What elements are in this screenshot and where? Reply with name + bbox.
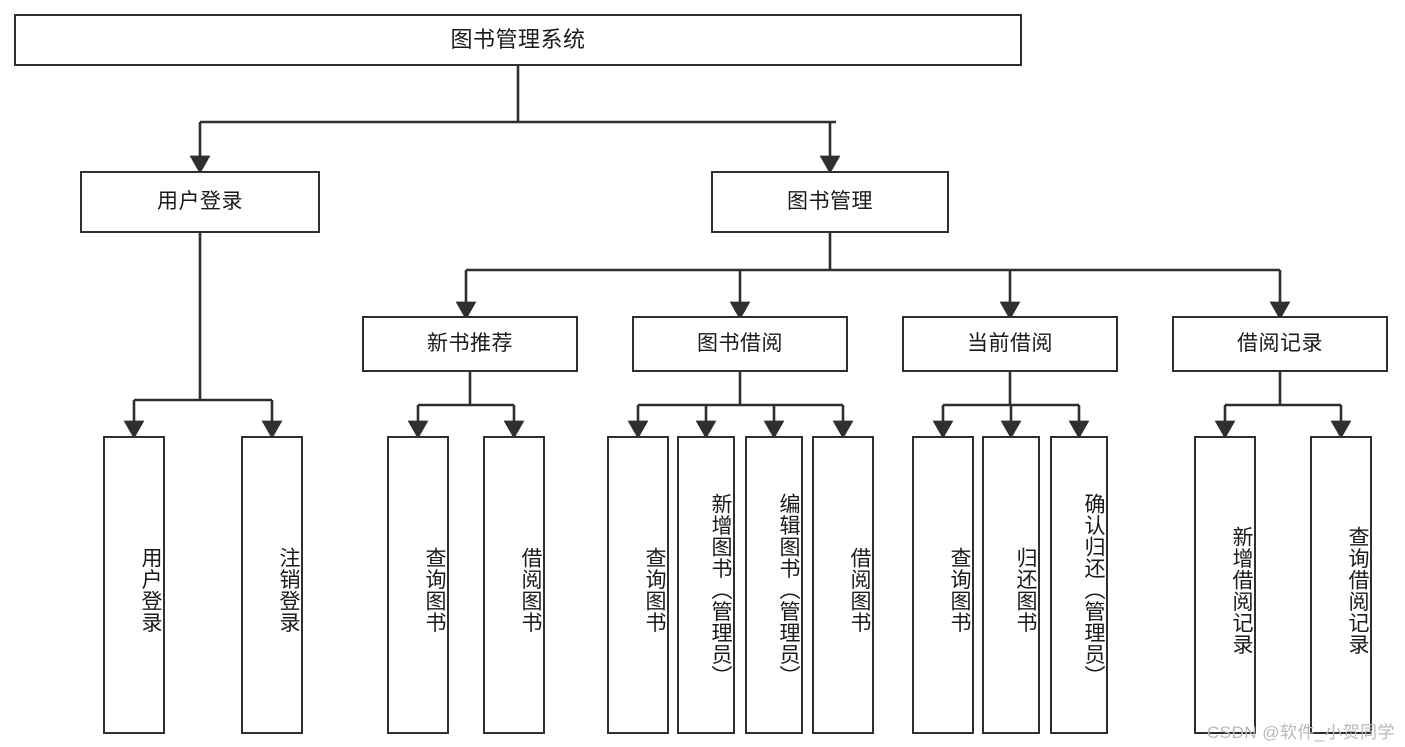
node-leaf-edit-book-label: 编辑图书（管理员） bbox=[777, 493, 800, 687]
node-leaf-edit-book[interactable]: 编辑图书（管理员） bbox=[745, 436, 803, 734]
node-book-borrow-label: 图书借阅 bbox=[697, 332, 783, 356]
node-root-label: 图书管理系统 bbox=[450, 26, 586, 52]
watermark-text: CSDN @软件_小贺同学 bbox=[1206, 723, 1395, 742]
node-leaf-borrow-book-1-label: 借阅图书 bbox=[519, 547, 542, 633]
node-leaf-borrow-book-1[interactable]: 借阅图书 bbox=[483, 436, 545, 734]
node-root[interactable]: 图书管理系统 bbox=[14, 14, 1022, 66]
node-leaf-add-book-label: 新增图书（管理员） bbox=[709, 493, 732, 687]
node-leaf-query-book-3-label: 查询图书 bbox=[948, 547, 971, 633]
node-leaf-return-book[interactable]: 归还图书 bbox=[982, 436, 1040, 734]
node-leaf-borrow-book-2-label: 借阅图书 bbox=[848, 547, 871, 633]
node-current-borrow[interactable]: 当前借阅 bbox=[902, 316, 1118, 372]
node-borrow-record[interactable]: 借阅记录 bbox=[1172, 316, 1388, 372]
node-leaf-confirm-return-label: 确认归还（管理员） bbox=[1082, 493, 1105, 687]
node-leaf-user-logout-label: 注销登录 bbox=[277, 547, 300, 633]
node-book-manage[interactable]: 图书管理 bbox=[711, 171, 949, 233]
node-leaf-query-book-2-label: 查询图书 bbox=[643, 547, 666, 633]
node-leaf-borrow-book-2[interactable]: 借阅图书 bbox=[812, 436, 874, 734]
node-leaf-user-login[interactable]: 用户登录 bbox=[103, 436, 165, 734]
node-leaf-return-book-label: 归还图书 bbox=[1014, 547, 1037, 633]
node-leaf-query-book-3[interactable]: 查询图书 bbox=[912, 436, 974, 734]
node-leaf-add-book[interactable]: 新增图书（管理员） bbox=[677, 436, 735, 734]
node-current-borrow-label: 当前借阅 bbox=[967, 332, 1053, 356]
node-leaf-add-record[interactable]: 新增借阅记录 bbox=[1194, 436, 1256, 734]
node-leaf-add-record-label: 新增借阅记录 bbox=[1230, 525, 1253, 655]
node-leaf-query-record[interactable]: 查询借阅记录 bbox=[1310, 436, 1372, 734]
node-leaf-user-logout[interactable]: 注销登录 bbox=[241, 436, 303, 734]
node-leaf-user-login-label: 用户登录 bbox=[139, 547, 162, 633]
node-new-book-rec[interactable]: 新书推荐 bbox=[362, 316, 578, 372]
node-leaf-query-book-2[interactable]: 查询图书 bbox=[607, 436, 669, 734]
node-new-book-rec-label: 新书推荐 bbox=[427, 332, 513, 356]
node-borrow-record-label: 借阅记录 bbox=[1237, 332, 1323, 356]
node-book-borrow[interactable]: 图书借阅 bbox=[632, 316, 848, 372]
node-book-manage-label: 图书管理 bbox=[787, 190, 873, 214]
node-leaf-query-book-1-label: 查询图书 bbox=[423, 547, 446, 633]
node-user-login-label: 用户登录 bbox=[157, 190, 243, 214]
node-leaf-query-record-label: 查询借阅记录 bbox=[1346, 525, 1369, 655]
node-user-login[interactable]: 用户登录 bbox=[80, 171, 320, 233]
node-leaf-confirm-return[interactable]: 确认归还（管理员） bbox=[1050, 436, 1108, 734]
node-leaf-query-book-1[interactable]: 查询图书 bbox=[387, 436, 449, 734]
